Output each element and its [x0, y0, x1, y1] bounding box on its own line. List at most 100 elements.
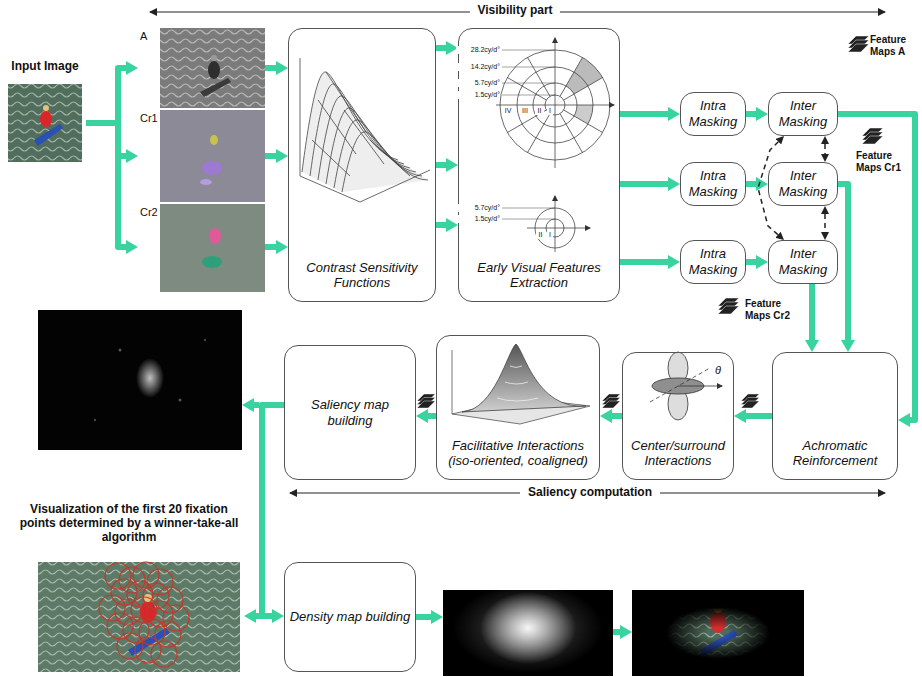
achromatic-channel-photo [208, 61, 220, 79]
flow-arrow [265, 65, 276, 71]
band-numeral: II [535, 107, 544, 115]
label-holder: III [519, 107, 531, 115]
flow-arrow [838, 184, 848, 340]
flow-arrow [428, 413, 436, 419]
flow-arrow [746, 111, 756, 117]
band-numeral: I [547, 107, 553, 115]
flow-arrow [86, 123, 126, 247]
output-arrow [254, 402, 259, 408]
fixation-image [38, 562, 240, 672]
facilitation-peak-sketch [462, 344, 586, 412]
csf-surface-plot [310, 84, 404, 176]
label-holder: 5.7cy/d° [456, 204, 500, 212]
node-label: Density map building [288, 609, 412, 625]
output-arrow [416, 614, 431, 620]
feature-map-stack-icon [718, 298, 739, 314]
node-label: Intra Masking [684, 98, 742, 129]
center-surround-sketch [650, 368, 710, 402]
label-holder: Feature Maps Cr1 [856, 150, 912, 173]
node-label: Facilitative Interactions (iso-oriented,… [440, 438, 596, 469]
flow-arrow [746, 259, 756, 265]
flow-arrow [746, 413, 772, 419]
chroma-channel-photo [160, 204, 265, 292]
label-holder: 5.7cy/d° [456, 79, 500, 87]
node-label: Intra Masking [684, 168, 742, 199]
saliency-map-image [119, 349, 122, 352]
csf-surface-plot [342, 132, 428, 192]
fixation-image [38, 562, 240, 672]
feature-map-label: Feature Maps Cr1 [856, 150, 912, 173]
label-holder: θ [712, 364, 724, 377]
facilitation-peak-sketch [452, 344, 590, 424]
process-box: Inter Masking [768, 240, 838, 284]
flow-arrow [265, 244, 276, 250]
frequency-label: 5.7cy/d° [456, 204, 500, 212]
achromatic-channel-photo [160, 28, 265, 108]
flow-arrow [809, 284, 815, 340]
flow-arrow [436, 162, 446, 168]
label-holder: Feature Maps Cr2 [745, 298, 803, 321]
feature-map-label: Feature Maps Cr2 [745, 298, 803, 321]
facilitation-peak-sketch [452, 350, 453, 414]
node-label: A [140, 30, 263, 43]
frequency-decomposition-diagram [555, 196, 556, 252]
input-image: Input Image [4, 60, 86, 166]
channel-image: Cr1 [138, 110, 265, 202]
csf-surface-plot [334, 120, 422, 188]
fixation-image [157, 587, 183, 613]
csf-surface-plot [300, 58, 430, 202]
frequency-label: 1.5cy/d° [456, 215, 500, 223]
feature-map-stack-icon [417, 394, 435, 408]
frequency-label: 5.7cy/d° [456, 79, 500, 87]
frequency-decomposition-diagram [496, 38, 614, 252]
label-holder: IV [503, 107, 513, 115]
saliency-map-image [136, 358, 164, 398]
section-title: Visibility part [470, 4, 560, 18]
density-map-image [453, 583, 603, 673]
process-box: Intra Masking [680, 92, 746, 136]
fixation-image [105, 563, 131, 589]
input-photo [8, 84, 82, 162]
node-label: Early Visual Features Extraction [462, 260, 616, 291]
masked-photo-image [632, 590, 804, 676]
node-label: Intra Masking [684, 246, 742, 277]
csf-surface-plot [312, 72, 410, 176]
flow-arrow [612, 413, 622, 419]
fixation-image [38, 562, 240, 672]
band-numeral: II [536, 231, 545, 239]
label-holder: I [547, 231, 553, 239]
input-photo [8, 84, 82, 162]
label-holder: Feature Maps A [870, 34, 916, 57]
node-label: Contrast Sensitivity Functions [292, 260, 432, 291]
frequency-label: 28.2cy/d° [456, 46, 500, 54]
node-label: Input Image [4, 60, 86, 74]
achromatic-channel-photo [160, 28, 265, 108]
interaction-arrow [824, 214, 826, 232]
saliency-map-image [94, 419, 96, 421]
node-label: Inter Masking [772, 168, 834, 199]
center-surround-sketch [650, 352, 722, 420]
label-holder: II [535, 107, 544, 115]
node-label: Inter Masking [772, 98, 834, 129]
saliency-map-image [38, 310, 242, 450]
flow-arrow [620, 111, 668, 117]
feature-map-stack-icon [848, 36, 869, 52]
flow-arrow [436, 45, 446, 51]
achromatic-channel-photo [200, 78, 231, 97]
center-surround-sketch [678, 386, 722, 387]
saliency-map-image [38, 310, 242, 450]
frequency-decomposition-diagram [502, 208, 555, 219]
label-holder: II [536, 231, 545, 239]
band-numeral: I [547, 231, 553, 239]
node-label: Inter Masking [772, 246, 834, 277]
label-holder: 1.5cy/d° [456, 215, 500, 223]
label-holder: I [547, 107, 553, 115]
flow-arrow [620, 259, 668, 265]
process-box: Achromatic Reinforcement [772, 352, 898, 480]
node-label: Cr2 [140, 206, 263, 219]
flow-arrow [436, 222, 446, 228]
process-box: Density map building [284, 562, 416, 672]
node-label: Saliency map building [288, 397, 412, 428]
